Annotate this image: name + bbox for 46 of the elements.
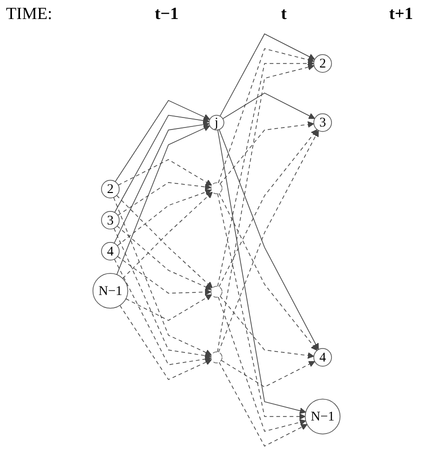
column-heading: t−1 xyxy=(154,4,179,25)
arrow xyxy=(218,192,318,351)
arrow xyxy=(218,129,318,288)
node-circle: 3 xyxy=(313,113,332,132)
arrow xyxy=(126,294,212,321)
arrow xyxy=(116,195,213,288)
node-circle: N−1 xyxy=(304,398,340,434)
column-heading: t xyxy=(281,4,287,25)
arrow xyxy=(118,159,212,186)
node-circle: 2 xyxy=(313,54,332,73)
node-circle: j xyxy=(208,114,224,130)
arrow xyxy=(220,360,316,388)
arrow xyxy=(122,192,213,279)
node-circle: 3 xyxy=(101,210,120,230)
arrow xyxy=(114,258,212,366)
arrow xyxy=(114,228,212,359)
node-circle: 4 xyxy=(313,348,332,367)
arrow xyxy=(217,60,314,287)
arrow xyxy=(220,33,316,116)
arrow xyxy=(114,114,210,213)
arrow xyxy=(116,125,210,276)
arrow xyxy=(218,362,308,447)
arrow xyxy=(114,121,210,244)
node-circle: N−1 xyxy=(92,273,128,309)
arrow xyxy=(117,182,212,216)
arrow xyxy=(220,121,314,184)
node-circle xyxy=(210,182,222,194)
arrow xyxy=(217,193,306,420)
node-circle: 4 xyxy=(101,242,120,260)
arrow xyxy=(217,130,306,414)
node-circle: 2 xyxy=(101,180,120,198)
column-heading: TIME: xyxy=(6,4,52,25)
column-heading: t+1 xyxy=(389,4,413,25)
arrow xyxy=(116,226,212,290)
arrow xyxy=(222,92,316,120)
arrow xyxy=(114,100,210,182)
arrow xyxy=(217,64,314,352)
arrow xyxy=(120,305,212,380)
arrow xyxy=(220,296,314,359)
arrow xyxy=(218,296,306,432)
arrow xyxy=(117,256,212,296)
arrow xyxy=(116,189,212,246)
arrow xyxy=(113,197,212,356)
node-circle xyxy=(210,286,222,298)
node-circle xyxy=(210,351,222,364)
arrow xyxy=(218,48,314,184)
